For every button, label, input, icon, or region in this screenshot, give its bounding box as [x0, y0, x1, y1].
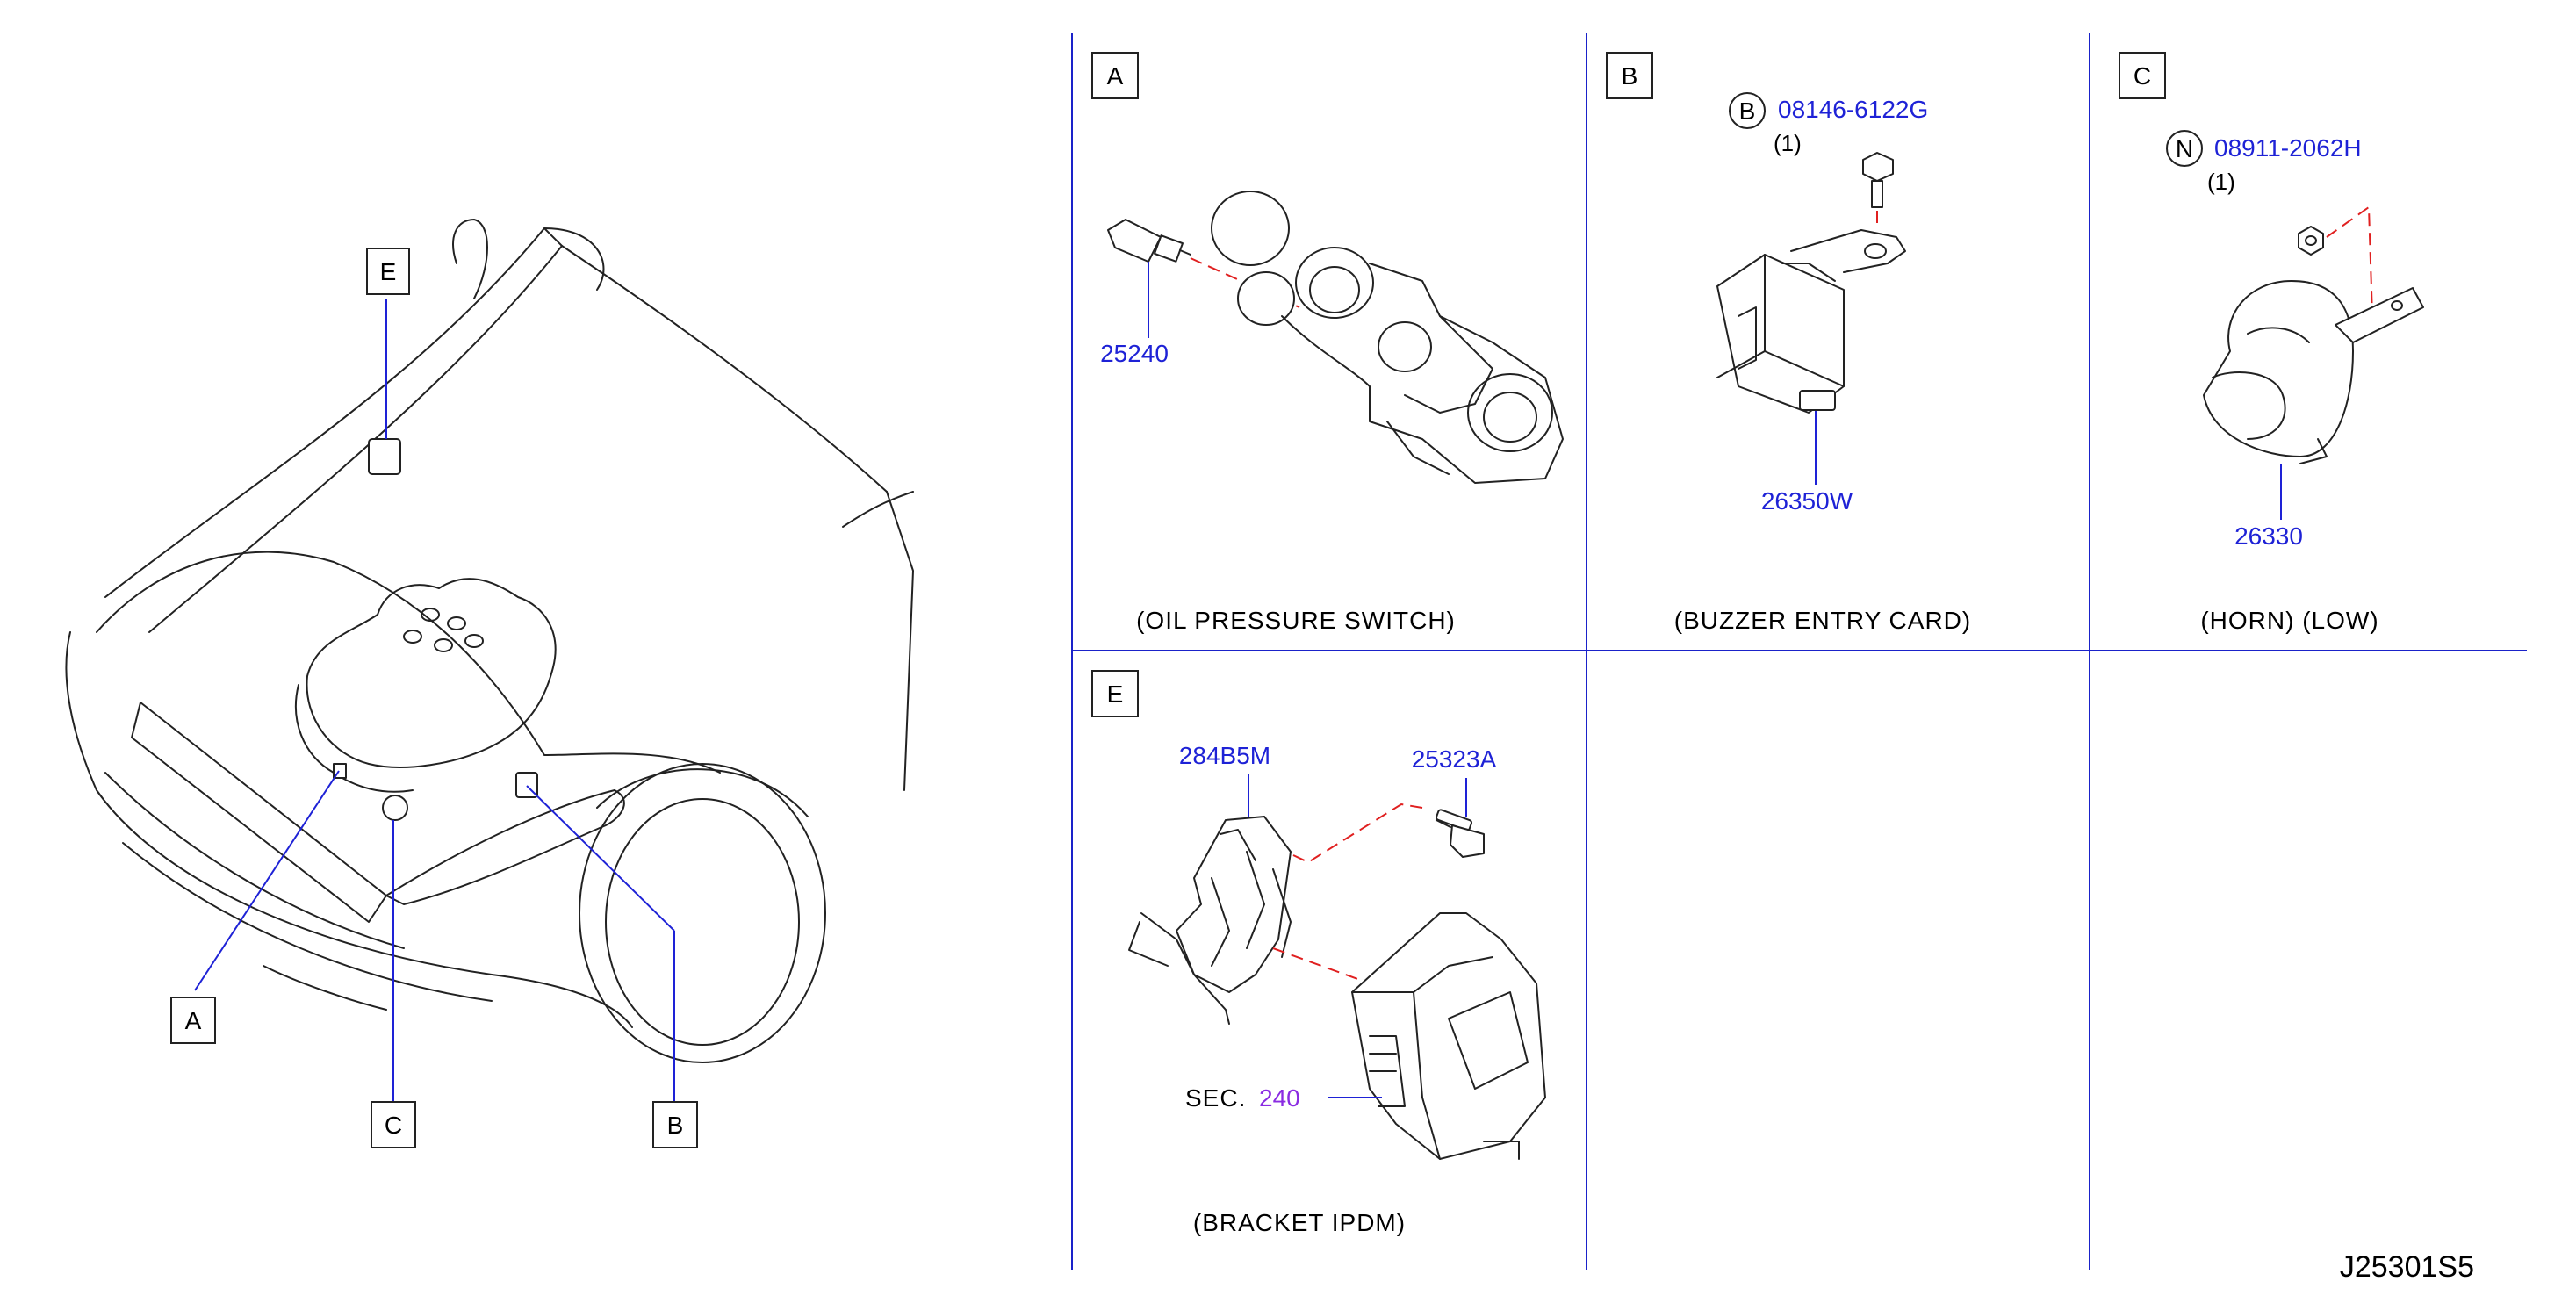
fastener-symbol-circle: [2166, 130, 2203, 167]
part-number-284B5M[interactable]: 284B5M: [1179, 742, 1270, 769]
fastener-symbol-N: N: [2176, 135, 2193, 162]
ipdm-location-mark: [368, 438, 401, 475]
callout-E[interactable]: E: [366, 248, 410, 295]
section-label: SEC.: [1185, 1084, 1246, 1112]
ipdm-module-drawing: [1351, 912, 1546, 1160]
fastener-symbol-circle: [1729, 92, 1766, 129]
panel-C: C N 08911-2062H (1) 26330 (HORN) (LOW): [2119, 52, 2424, 634]
fastener-symbol-B: B: [1739, 97, 1756, 125]
part-number-25323A[interactable]: 25323A: [1412, 745, 1497, 773]
svg-text:B: B: [667, 1112, 684, 1139]
panel-E: E 284B5M 25323A: [1091, 670, 1546, 1236]
panel-A: A 25240 (OIL PRESSURE SWITCH): [1091, 52, 1564, 634]
panel-C-label[interactable]: C: [2119, 52, 2166, 99]
panel-B: B B 08146-6122G (1) 26350W (BUZZER ENTRY…: [1606, 52, 1971, 634]
part-number-08146-6122G[interactable]: 08146-6122G: [1778, 96, 1928, 123]
oil-pressure-switch-drawing: [1107, 219, 1300, 308]
callout-B[interactable]: B: [652, 1101, 698, 1148]
fastener-quantity: (1): [2207, 169, 2235, 195]
panel-B-caption: (BUZZER ENTRY CARD): [1674, 607, 1971, 634]
drawing-code: J25301S5: [2340, 1250, 2474, 1284]
panel-A-caption: (OIL PRESSURE SWITCH): [1136, 607, 1456, 634]
callout-A[interactable]: A: [170, 997, 216, 1044]
engine-block-drawing: [1211, 191, 1564, 484]
svg-text:A: A: [185, 1007, 202, 1034]
bolt-drawing: [1862, 152, 1894, 228]
svg-text:A: A: [1107, 62, 1124, 90]
entry-card-buzzer-drawing: [1716, 229, 1906, 414]
part-number-08911-2062H[interactable]: 08911-2062H: [2214, 134, 2362, 162]
bracket-bolt-drawing: [1277, 803, 1485, 864]
ipdm-bracket-drawing: [1128, 816, 1292, 1025]
horn-drawing: [2203, 280, 2424, 464]
panel-C-caption: (HORN) (LOW): [2200, 607, 2378, 634]
panel-B-label[interactable]: B: [1606, 52, 1653, 99]
svg-text:B: B: [1622, 62, 1638, 90]
horn-location-mark: [382, 795, 408, 821]
panel-E-label[interactable]: E: [1091, 670, 1139, 717]
callout-C[interactable]: C: [371, 1101, 416, 1148]
nut-drawing: [2298, 205, 2373, 317]
part-number-25240[interactable]: 25240: [1100, 340, 1169, 367]
part-number-26350W[interactable]: 26350W: [1761, 487, 1853, 515]
panel-E-caption: (BRACKET IPDM): [1193, 1209, 1406, 1236]
fastener-quantity: (1): [1774, 130, 1802, 156]
panel-A-label[interactable]: A: [1091, 52, 1139, 99]
panel-grid: [1071, 33, 2527, 1270]
car-overview-illustration: E A C B: [65, 219, 914, 1148]
part-number-26330[interactable]: 26330: [2234, 522, 2303, 550]
svg-text:E: E: [380, 258, 397, 285]
svg-text:E: E: [1107, 680, 1124, 708]
svg-text:C: C: [2133, 62, 2151, 90]
svg-text:C: C: [385, 1112, 402, 1139]
section-ref-240[interactable]: 240: [1259, 1084, 1300, 1112]
